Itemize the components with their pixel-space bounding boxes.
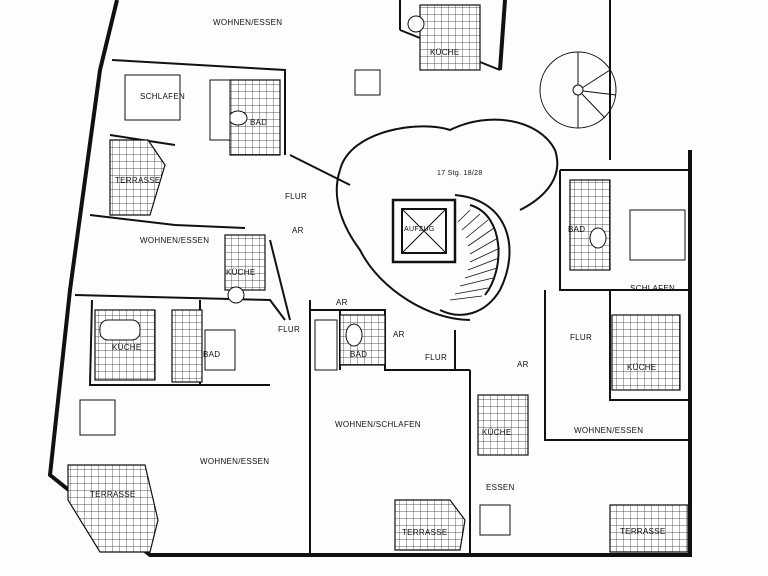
room-label: WOHNEN/SCHLAFEN <box>335 420 421 429</box>
stair-treads <box>449 209 501 301</box>
room-label: WOHNEN/ESSEN <box>200 457 270 466</box>
room-label: FLUR <box>425 353 448 362</box>
room-label: AR <box>292 226 304 235</box>
room-label: FLUR <box>285 192 308 201</box>
stair-note: 17 Stg. 18/28 <box>437 170 483 177</box>
room-label: TERRASSE <box>620 527 666 536</box>
room-label: SCHLAFEN <box>630 284 676 293</box>
room-label: BAD <box>250 118 268 127</box>
room-label: ESSEN <box>486 483 515 492</box>
elevator-label: AUFZUG <box>404 226 435 233</box>
room-label: KÜCHE <box>112 343 142 352</box>
room-label: TERRASSE <box>402 528 448 537</box>
room-label: AR <box>336 298 348 307</box>
central-hall <box>335 118 559 321</box>
room-label: FLUR <box>570 333 593 342</box>
room-label: TERRASSE <box>115 176 161 185</box>
room-label: TERRASSE <box>90 490 136 499</box>
room-label: KÜCHE <box>430 48 460 57</box>
exterior-walls <box>47 0 692 557</box>
room-label: KÜCHE <box>226 268 256 277</box>
spiral-stair <box>539 51 617 129</box>
room-label: BAD <box>568 225 586 234</box>
room-label: BAD <box>350 350 368 359</box>
room-label: SCHLAFEN <box>140 92 186 101</box>
room-label: WOHNEN/ESSEN <box>213 18 283 27</box>
room-label: WOHNEN/ESSEN <box>140 236 210 245</box>
room-label: AR <box>517 360 529 369</box>
room-label: FLUR <box>278 325 301 334</box>
room-label: KÜCHE <box>482 428 512 437</box>
room-label: KÜCHE <box>627 363 657 372</box>
room-label: AR <box>393 330 405 339</box>
room-label: BAD <box>203 350 221 359</box>
room-label: WOHNEN/ESSEN <box>574 426 644 435</box>
fixtures <box>79 15 686 536</box>
